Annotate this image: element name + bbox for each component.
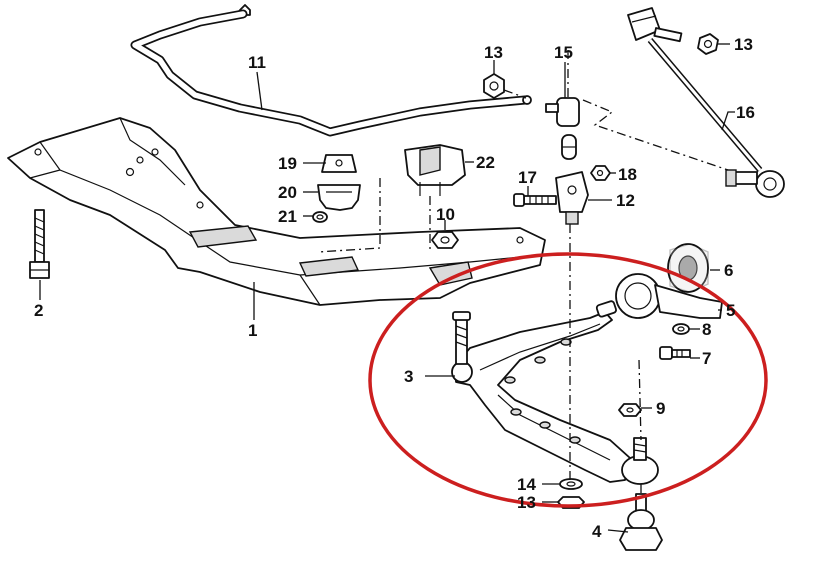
callout-13-bottom: 13 (517, 493, 536, 512)
washer-14 (559, 478, 583, 490)
callout-9: 9 (656, 399, 665, 418)
callout-4: 4 (592, 522, 602, 541)
control-arm-bushing (667, 243, 709, 293)
callout-12: 12 (616, 191, 635, 210)
callout-8: 8 (702, 320, 711, 339)
stabilizer-link (545, 97, 580, 160)
callout-22: 22 (476, 153, 495, 172)
subframe-nut (431, 231, 459, 249)
callout-19: 19 (278, 154, 297, 173)
stabilizer-link-rod (627, 7, 785, 198)
callout-11: 11 (248, 53, 266, 72)
assembly-lines (317, 50, 729, 494)
stabilizer-mount-bracket (404, 144, 466, 196)
link-bracket (555, 171, 589, 225)
link-rod-nut (697, 33, 719, 55)
stabilizer-bushing (321, 154, 357, 173)
callout-5: 5 (726, 301, 735, 320)
control-arm-bearing-bracket (615, 273, 723, 319)
bracket-washer (672, 323, 690, 335)
callout-2: 2 (34, 301, 43, 320)
callout-20: 20 (278, 183, 297, 202)
leader-lines (39, 43, 735, 533)
bracket-bolt (513, 193, 557, 207)
callout-16: 16 (736, 103, 755, 122)
ball-joint (619, 493, 663, 551)
stabilizer-bar (130, 4, 532, 137)
callout-18: 18 (618, 165, 637, 184)
bracket-nut-18 (590, 165, 611, 181)
subframe-bolt (29, 209, 50, 279)
bracket-nut (312, 211, 328, 223)
callout-10: 10 (436, 205, 455, 224)
front-subframe (7, 117, 546, 306)
callout-7: 7 (702, 349, 711, 368)
callout-14: 14 (517, 475, 536, 494)
lower-control-arm (451, 300, 659, 485)
callout-15: 15 (554, 43, 573, 62)
callout-6: 6 (724, 261, 733, 280)
callout-3: 3 (404, 367, 413, 386)
callout-1: 1 (248, 321, 257, 340)
highlight-ellipse (368, 252, 768, 508)
ball-joint-nut (618, 403, 642, 417)
callout-17: 17 (518, 168, 537, 187)
callout-13-top: 13 (484, 43, 503, 62)
callout-labels: 1 2 3 4 5 6 7 8 9 10 11 12 13 13 13 14 1… (34, 35, 755, 541)
bushing-bracket (317, 184, 361, 211)
bracket-bolt-7 (659, 346, 691, 360)
callout-21: 21 (278, 207, 297, 226)
callout-13-right: 13 (734, 35, 753, 54)
stabilizer-nut-top (483, 73, 505, 99)
